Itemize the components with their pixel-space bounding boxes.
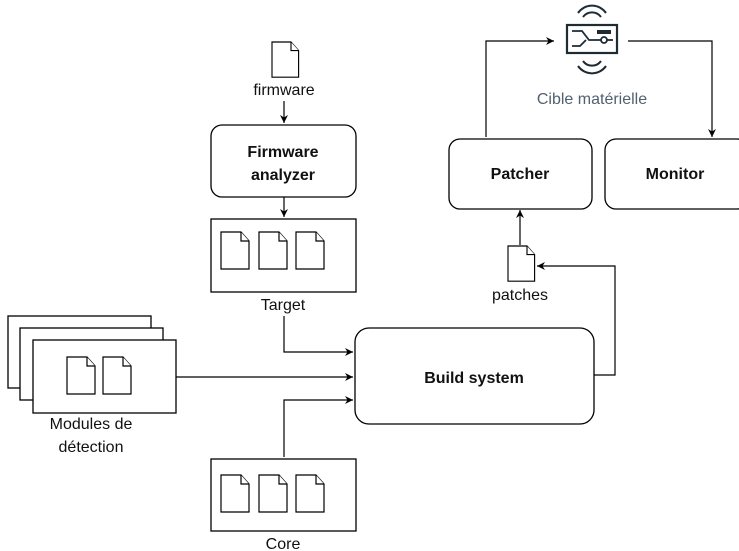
target-node (210, 218, 357, 293)
firmware-analyzer-label-line2: analyzer (251, 167, 315, 184)
build-system-node: Build system (354, 327, 595, 425)
patches-label: patches (492, 287, 548, 304)
edge-patcher-to-hardware (485, 37, 554, 137)
detection-modules-node (7, 315, 177, 414)
edge-target-to-build-system (283, 316, 353, 356)
edge-build-system-to-patches (537, 262, 616, 376)
detection-modules-label-line1: Modules de (50, 416, 133, 433)
module-file-icon (66, 356, 96, 395)
patches-file-icon (507, 245, 536, 282)
monitor-node: Monitor (604, 138, 739, 210)
firmware-file-icon (271, 41, 300, 78)
module-file-icon (102, 356, 132, 395)
core-node (210, 458, 357, 532)
edge-hardware-to-monitor (626, 40, 716, 137)
core-file-icon (258, 474, 288, 513)
target-file-icon (220, 231, 250, 270)
target-label: Target (261, 297, 306, 314)
patcher-label: Patcher (491, 166, 550, 183)
firmware-analyzer-label-line1: Firmware (247, 144, 318, 161)
firmware-analyzer-node: Firmware analyzer (210, 124, 357, 198)
firmware-label: firmware (253, 82, 314, 99)
monitor-label: Monitor (646, 166, 705, 183)
patcher-node: Patcher (448, 138, 593, 210)
detection-modules-label-line2: détection (59, 439, 124, 456)
edge-core-to-build-system (283, 396, 353, 457)
target-file-icon (258, 231, 288, 270)
core-file-icon (220, 474, 250, 513)
target-file-icon (295, 231, 325, 270)
build-system-label: Build system (424, 370, 524, 387)
core-label: Core (266, 536, 301, 551)
circuit-board-icon (556, 4, 628, 78)
core-file-icon (295, 474, 325, 513)
hardware-target-label: Cible matérielle (537, 91, 647, 108)
